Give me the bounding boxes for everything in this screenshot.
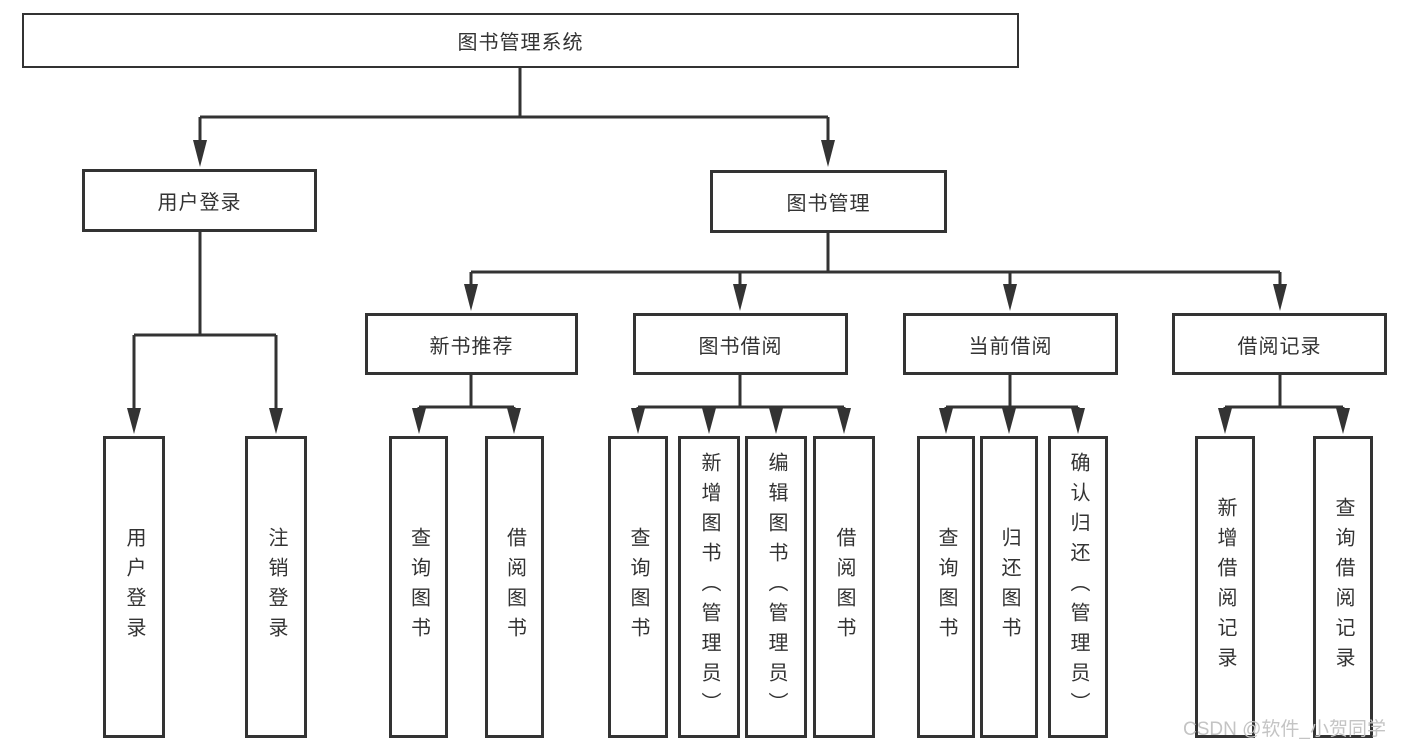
leaf-recommend-query-books: 查询图书 [389, 436, 448, 738]
node-new-book-recommend: 新书推荐 [365, 313, 578, 375]
leaf-recommend-borrow-books: 借阅图书 [485, 436, 544, 738]
leaf-current-query-books: 查询图书 [917, 436, 975, 738]
leaf-borrow-edit-books-admin: 编辑图书（管理员） [745, 436, 807, 738]
leaf-user-login: 用户登录 [103, 436, 165, 738]
arrowhead-icons [127, 140, 1350, 434]
node-root-title: 图书管理系统 [22, 13, 1019, 68]
node-book-management: 图书管理 [710, 170, 947, 233]
leaf-current-confirm-return-admin: 确认归还（管理员） [1048, 436, 1108, 738]
leaf-borrow-query-books: 查询图书 [608, 436, 668, 738]
leaf-borrow-add-books-admin: 新增图书（管理员） [678, 436, 740, 738]
leaf-borrow-borrow-books: 借阅图书 [813, 436, 875, 738]
node-borrow-records: 借阅记录 [1172, 313, 1387, 375]
tree-edges [132, 68, 1345, 412]
leaf-logout: 注销登录 [245, 436, 307, 738]
leaf-current-return-books: 归还图书 [980, 436, 1038, 738]
node-current-borrow: 当前借阅 [903, 313, 1118, 375]
node-book-borrow: 图书借阅 [633, 313, 848, 375]
csdn-watermark: CSDN @软件_小贺同学 [1183, 719, 1386, 740]
leaf-records-query-record: 查询借阅记录 [1313, 436, 1373, 738]
node-user-login: 用户登录 [82, 169, 317, 232]
leaf-records-add-record: 新增借阅记录 [1195, 436, 1255, 738]
